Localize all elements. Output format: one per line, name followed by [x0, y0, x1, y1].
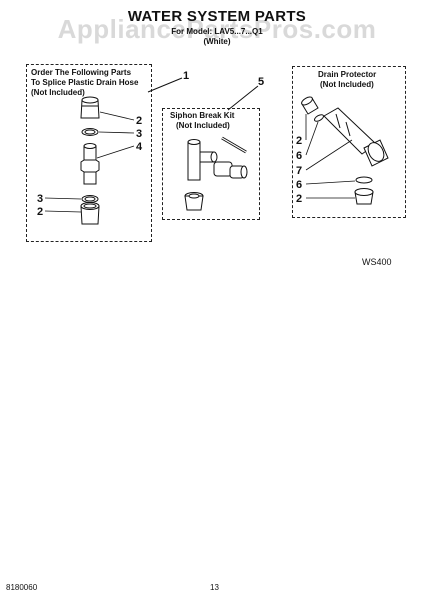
- splice-bottom-ring-inner: [84, 196, 96, 202]
- siphon-fitting: [213, 161, 248, 179]
- footer-part-number: 8180060: [6, 583, 38, 592]
- siphon-kit-box: [162, 108, 260, 220]
- drain-callout-2-top: 2: [296, 135, 303, 147]
- splice-top-ring-inner: [84, 129, 96, 135]
- drain-callout-2-bottom: 2: [296, 193, 303, 205]
- drain-callout-6-bottom: 6: [296, 179, 303, 191]
- drain-protector-box: [292, 66, 406, 218]
- page-title: WATER SYSTEM PARTS: [127, 8, 307, 25]
- watermark-text: AppliancePartsPros.com: [57, 14, 377, 44]
- drain-callout-6-top: 6: [296, 150, 303, 162]
- siphon-heading-line-2: (Not Included): [176, 121, 230, 130]
- siphon-cap: [184, 192, 204, 211]
- splice-callout-2-bottom: 2: [37, 206, 44, 218]
- splice-connector: [80, 143, 100, 185]
- siphon-rod: [221, 136, 247, 154]
- leader-line-5: [227, 85, 259, 111]
- splice-top-cap: [80, 96, 100, 119]
- drain-callout-7: 7: [296, 165, 303, 177]
- splice-callout-3-bottom: 3: [37, 193, 44, 205]
- drain-protector-body: [323, 107, 389, 167]
- splice-callout-3-top: 3: [136, 128, 143, 140]
- siphon-heading-line-1: Siphon Break Kit: [170, 111, 235, 120]
- splice-heading-line-2: To Splice Plastic Drain Hose: [31, 78, 139, 87]
- footer-page-number: 13: [210, 583, 219, 592]
- color-line: (White): [203, 37, 231, 46]
- callout-5: 5: [258, 76, 265, 88]
- model-line: For Model: LAV5...7...Q1: [171, 27, 263, 36]
- drain-bottom-washer: [355, 176, 373, 184]
- drain-bottom-cap: [354, 188, 374, 205]
- callout-1: 1: [183, 70, 190, 82]
- splice-parts-box: [26, 64, 152, 242]
- leader-line-1: [147, 77, 183, 93]
- splice-callout-4: 4: [136, 141, 143, 153]
- siphon-tee: [187, 139, 218, 181]
- drain-top-washer: [313, 114, 325, 122]
- drain-top-cap: [301, 96, 319, 115]
- drain-heading-line-2: (Not Included): [320, 80, 374, 89]
- splice-heading-line-1: Order The Following Parts: [31, 68, 132, 77]
- drain-heading-line-1: Drain Protector: [318, 70, 377, 79]
- splice-callout-2-top: 2: [136, 115, 143, 127]
- diagram-code: WS400: [362, 257, 392, 267]
- splice-heading-line-3: (Not Included): [31, 88, 85, 97]
- splice-bottom-cap: [80, 202, 100, 225]
